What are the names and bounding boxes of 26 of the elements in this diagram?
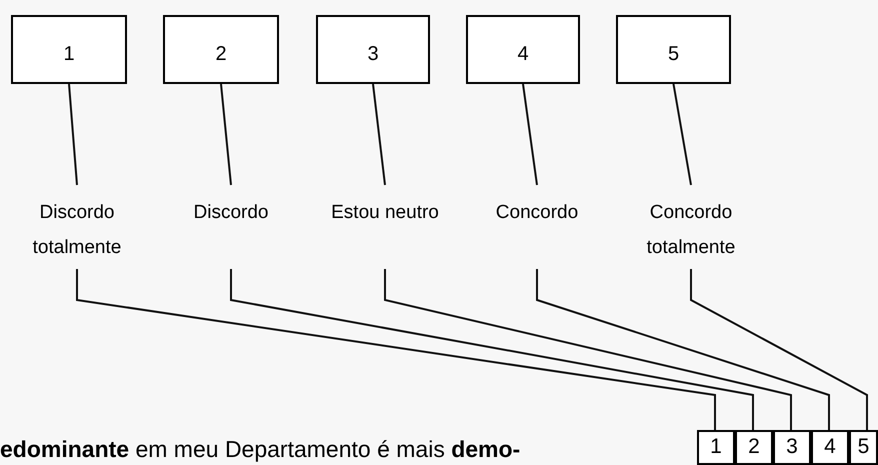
answer-cell: 2	[735, 430, 773, 465]
scale-label: Concordo	[472, 185, 602, 269]
connector-line	[536, 269, 830, 430]
connector-line	[690, 269, 868, 430]
scale-label: Concordo totalmente	[626, 185, 756, 269]
connector-line	[672, 84, 692, 186]
connector-line	[522, 84, 538, 186]
connector-line	[372, 84, 386, 186]
scale-box: 1	[11, 15, 127, 84]
scale-label: Estou neutro	[320, 185, 450, 269]
answer-cell: 4	[811, 430, 849, 465]
connector-line	[220, 84, 232, 186]
connector-line	[76, 269, 716, 430]
statement-text: edominante em meu Departamento é mais demo-	[0, 435, 520, 464]
scale-box: 2	[163, 15, 279, 84]
connector-line	[68, 84, 78, 186]
connector-line	[384, 269, 792, 430]
connector-line	[230, 269, 754, 430]
scale-box: 4	[466, 15, 580, 84]
scale-label: Discordo totalmente	[12, 185, 142, 269]
answer-cell: 1	[697, 430, 735, 465]
answer-cell: 3	[773, 430, 811, 465]
answer-cell: 5	[849, 430, 878, 465]
scale-box: 5	[616, 15, 731, 84]
scale-label: Discordo	[166, 185, 296, 269]
scale-box: 3	[316, 15, 430, 84]
